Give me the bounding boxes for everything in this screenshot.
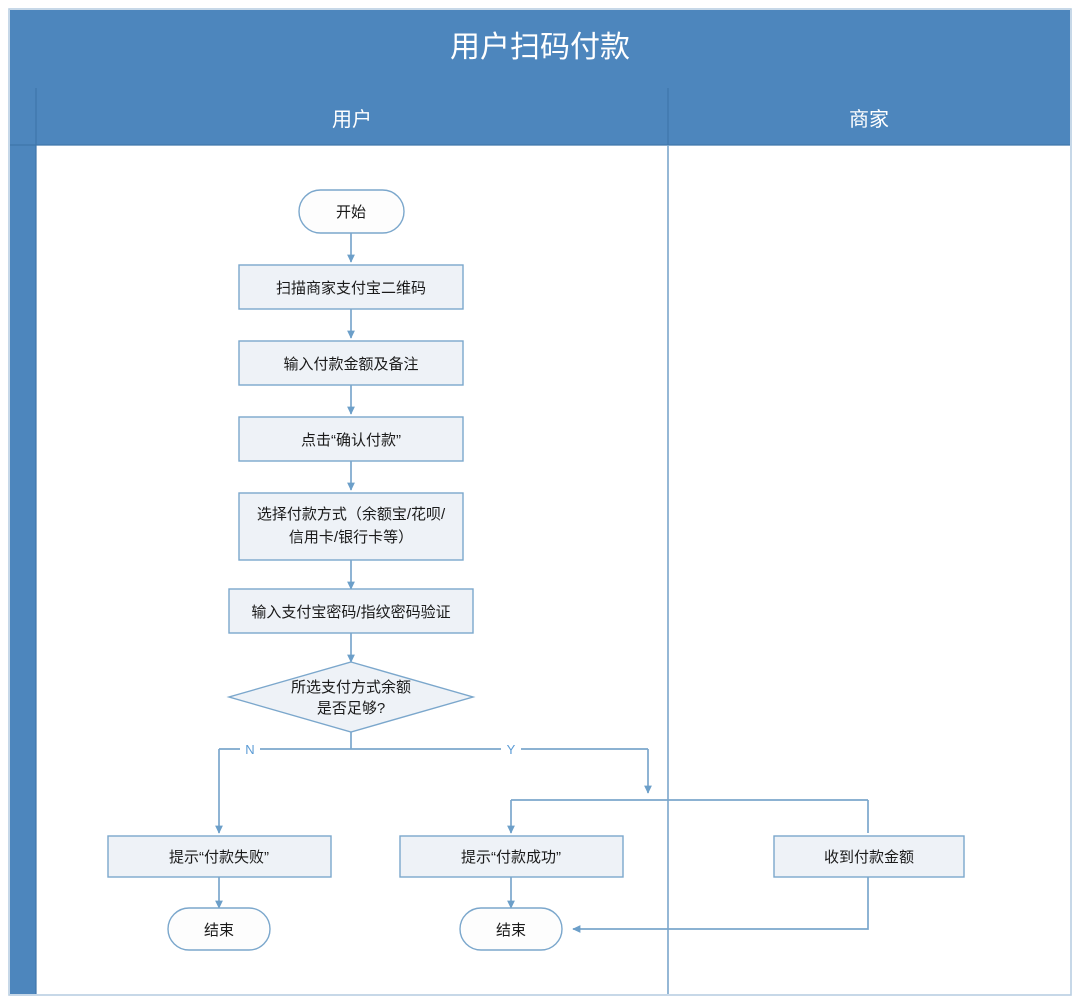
edge-label-yes: Y — [507, 742, 516, 757]
node-end-success-label: 结束 — [496, 922, 526, 939]
edge-label-no: N — [245, 742, 254, 757]
node-verify-password-label: 输入支付宝密码/指纹密码验证 — [251, 604, 450, 621]
node-balance-decision-label-line1: 所选支付方式余额 — [291, 678, 411, 696]
edge-label-yes-bg — [501, 740, 521, 757]
node-end-success[interactable] — [459, 907, 563, 951]
node-start-label: 开始 — [336, 204, 366, 221]
diagram-frame — [8, 8, 1072, 996]
node-start[interactable] — [298, 189, 405, 234]
edge-label-no-bg — [240, 740, 260, 757]
node-balance-decision[interactable] — [226, 661, 476, 733]
lane-title-user: 用户 — [332, 108, 372, 131]
node-confirm-pay[interactable] — [238, 416, 464, 462]
node-balance-decision-label-line2: 是否足够? — [317, 700, 385, 717]
node-receive-amount[interactable] — [773, 835, 965, 878]
title-band — [10, 10, 1070, 88]
node-payment-success-label: 提示“付款成功” — [461, 849, 561, 866]
lane-header-band — [10, 88, 1070, 145]
node-end-failed[interactable] — [167, 907, 271, 951]
node-payment-failed-label: 提示“付款失败” — [169, 849, 269, 866]
node-scan-qr-label: 扫描商家支付宝二维码 — [276, 280, 426, 297]
edge-receive-to-end — [572, 877, 869, 933]
lane-title-merchant: 商家 — [849, 108, 889, 131]
node-select-method-label-line1: 选择付款方式（余额宝/花呗/ — [257, 505, 446, 523]
node-enter-amount-label: 输入付款金额及备注 — [283, 356, 418, 373]
node-confirm-pay-label: 点击“确认付款” — [301, 432, 401, 449]
node-enter-amount[interactable] — [238, 340, 464, 386]
node-receive-amount-label: 收到付款金额 — [824, 849, 914, 866]
node-payment-success[interactable] — [399, 835, 624, 878]
node-select-method[interactable] — [238, 492, 464, 561]
node-verify-password[interactable] — [228, 588, 474, 634]
node-select-method-label-line2: 信用卡/银行卡等） — [289, 528, 413, 546]
node-scan-qr[interactable] — [238, 264, 464, 310]
node-payment-failed[interactable] — [107, 835, 332, 878]
node-end-failed-label: 结束 — [204, 922, 234, 939]
lane-side-strip — [10, 88, 36, 994]
page-title: 用户扫码付款 — [450, 31, 630, 64]
